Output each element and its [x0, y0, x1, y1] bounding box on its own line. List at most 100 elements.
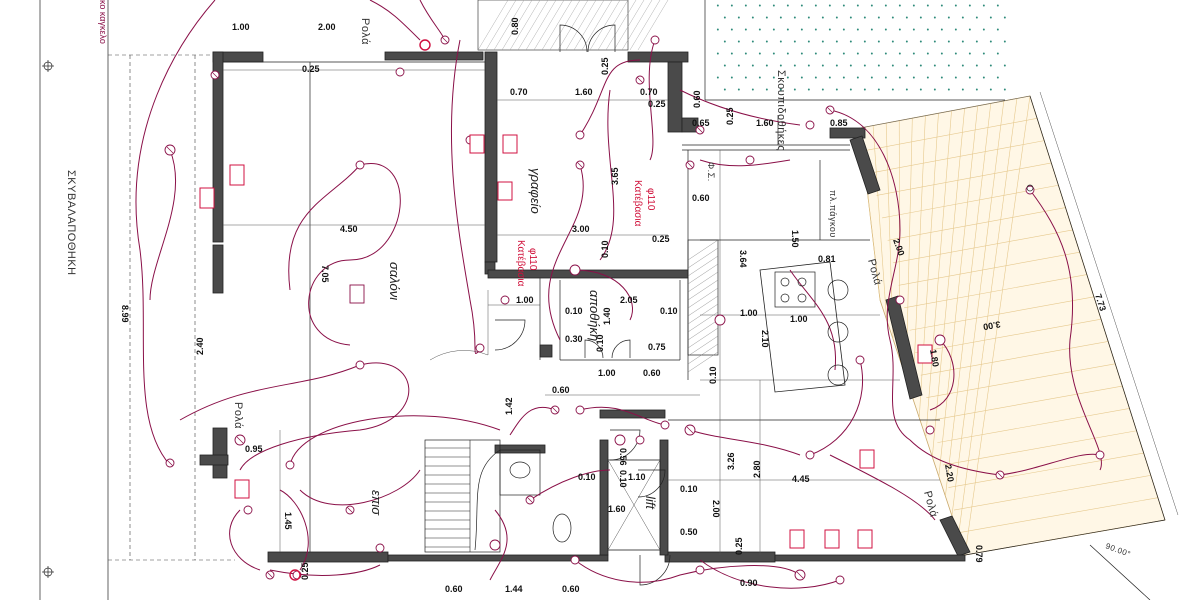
svg-text:•: •	[752, 15, 755, 22]
svg-text:•: •	[983, 27, 986, 34]
dim-text: 0.56	[618, 448, 628, 466]
kitchen-island	[759, 261, 846, 393]
dim-text: 0.10	[660, 306, 678, 316]
svg-text:•: •	[906, 63, 909, 70]
dim-text: 0.25	[734, 537, 744, 555]
dim-text: 0.60	[643, 368, 661, 378]
dim-text: 0.81	[818, 254, 836, 264]
svg-text:•: •	[1004, 63, 1007, 70]
svg-text:•: •	[871, 75, 874, 82]
svg-text:•: •	[752, 87, 755, 94]
svg-text:•: •	[857, 75, 860, 82]
room-label-saloni: σαλόνι	[387, 262, 402, 300]
svg-text:•: •	[899, 75, 902, 82]
svg-text:•: •	[731, 75, 734, 82]
svg-text:•: •	[941, 75, 944, 82]
label-pl-pagkou: πλ.πάγκου	[828, 190, 838, 238]
dim-text: 1.60	[575, 87, 593, 97]
dim-text: 2.20	[943, 464, 956, 483]
svg-text:•: •	[773, 75, 776, 82]
svg-text:•: •	[906, 39, 909, 46]
svg-text:•: •	[941, 3, 944, 10]
svg-text:•: •	[920, 87, 923, 94]
svg-text:•: •	[857, 27, 860, 34]
dim-text: 2.80	[752, 460, 762, 478]
svg-text:•: •	[990, 39, 993, 46]
svg-text:•: •	[738, 15, 741, 22]
svg-text:•: •	[794, 63, 797, 70]
svg-text:•: •	[920, 63, 923, 70]
dim-text: 1.42	[504, 397, 514, 415]
svg-text:•: •	[913, 27, 916, 34]
svg-text:•: •	[815, 51, 818, 58]
svg-text:•: •	[717, 3, 720, 10]
svg-text:•: •	[822, 15, 825, 22]
svg-text:•: •	[920, 39, 923, 46]
lift-shaft	[607, 459, 661, 551]
label-skoupidothikes: Σκουπιδοθήκες	[775, 70, 787, 151]
svg-text:•: •	[948, 39, 951, 46]
svg-text:•: •	[822, 87, 825, 94]
dim-text: 0.60	[692, 193, 710, 203]
svg-text:•: •	[843, 3, 846, 10]
svg-text:•: •	[794, 39, 797, 46]
svg-text:•: •	[766, 39, 769, 46]
label-katevasi-2: Κατέβασια	[632, 180, 644, 227]
svg-text:•: •	[724, 15, 727, 22]
svg-text:•: •	[759, 51, 762, 58]
dim-text: 0.10	[578, 472, 596, 482]
svg-text:•: •	[864, 39, 867, 46]
cooktop	[780, 277, 849, 386]
dim-text: 0.10	[600, 240, 610, 258]
svg-text:•: •	[913, 3, 916, 10]
dim-text: 2.00	[711, 500, 721, 518]
svg-text:•: •	[829, 27, 832, 34]
dim-text: 3.64	[738, 250, 748, 268]
dim-text: 0.90	[740, 578, 758, 588]
dim-text: 0.30	[565, 334, 583, 344]
dim-text: 8.99	[120, 305, 130, 323]
svg-text:•: •	[815, 3, 818, 10]
svg-text:•: •	[717, 27, 720, 34]
svg-text:•: •	[871, 27, 874, 34]
dim-text: 0.60	[562, 584, 580, 594]
svg-text:•: •	[815, 27, 818, 34]
svg-text:•: •	[794, 15, 797, 22]
svg-text:•: •	[983, 51, 986, 58]
dim-text: 1.40	[602, 307, 612, 325]
svg-text:•: •	[892, 15, 895, 22]
svg-text:•: •	[780, 15, 783, 22]
svg-text:•: •	[850, 15, 853, 22]
svg-text:•: •	[752, 39, 755, 46]
svg-text:•: •	[745, 75, 748, 82]
svg-text:•: •	[878, 87, 881, 94]
dim-text: 0.65	[692, 118, 710, 128]
svg-text:•: •	[934, 15, 937, 22]
svg-text:•: •	[927, 27, 930, 34]
svg-text:•: •	[878, 15, 881, 22]
svg-text:•: •	[836, 87, 839, 94]
svg-text:•: •	[990, 63, 993, 70]
svg-text:•: •	[745, 27, 748, 34]
dim-text: 2.40	[195, 337, 205, 355]
dim-text: 1.00	[598, 368, 616, 378]
svg-text:•: •	[745, 51, 748, 58]
svg-text:•: •	[885, 3, 888, 10]
svg-text:•: •	[1004, 87, 1007, 94]
dim-text: 0.80	[510, 17, 520, 35]
svg-text:•: •	[787, 51, 790, 58]
dim-text: 0.25	[648, 99, 666, 109]
dim-text: 0.50	[680, 527, 698, 537]
svg-text:•: •	[892, 63, 895, 70]
dim-text: 0.60	[552, 385, 570, 395]
dim-text: 0.85	[830, 118, 848, 128]
svg-text:•: •	[871, 3, 874, 10]
label-phi-1: φ110	[527, 248, 538, 271]
svg-text:•: •	[738, 63, 741, 70]
svg-text:•: •	[955, 27, 958, 34]
svg-text:•: •	[892, 87, 895, 94]
svg-text:•: •	[731, 51, 734, 58]
svg-text:•: •	[787, 27, 790, 34]
svg-text:•: •	[878, 63, 881, 70]
svg-text:•: •	[766, 87, 769, 94]
